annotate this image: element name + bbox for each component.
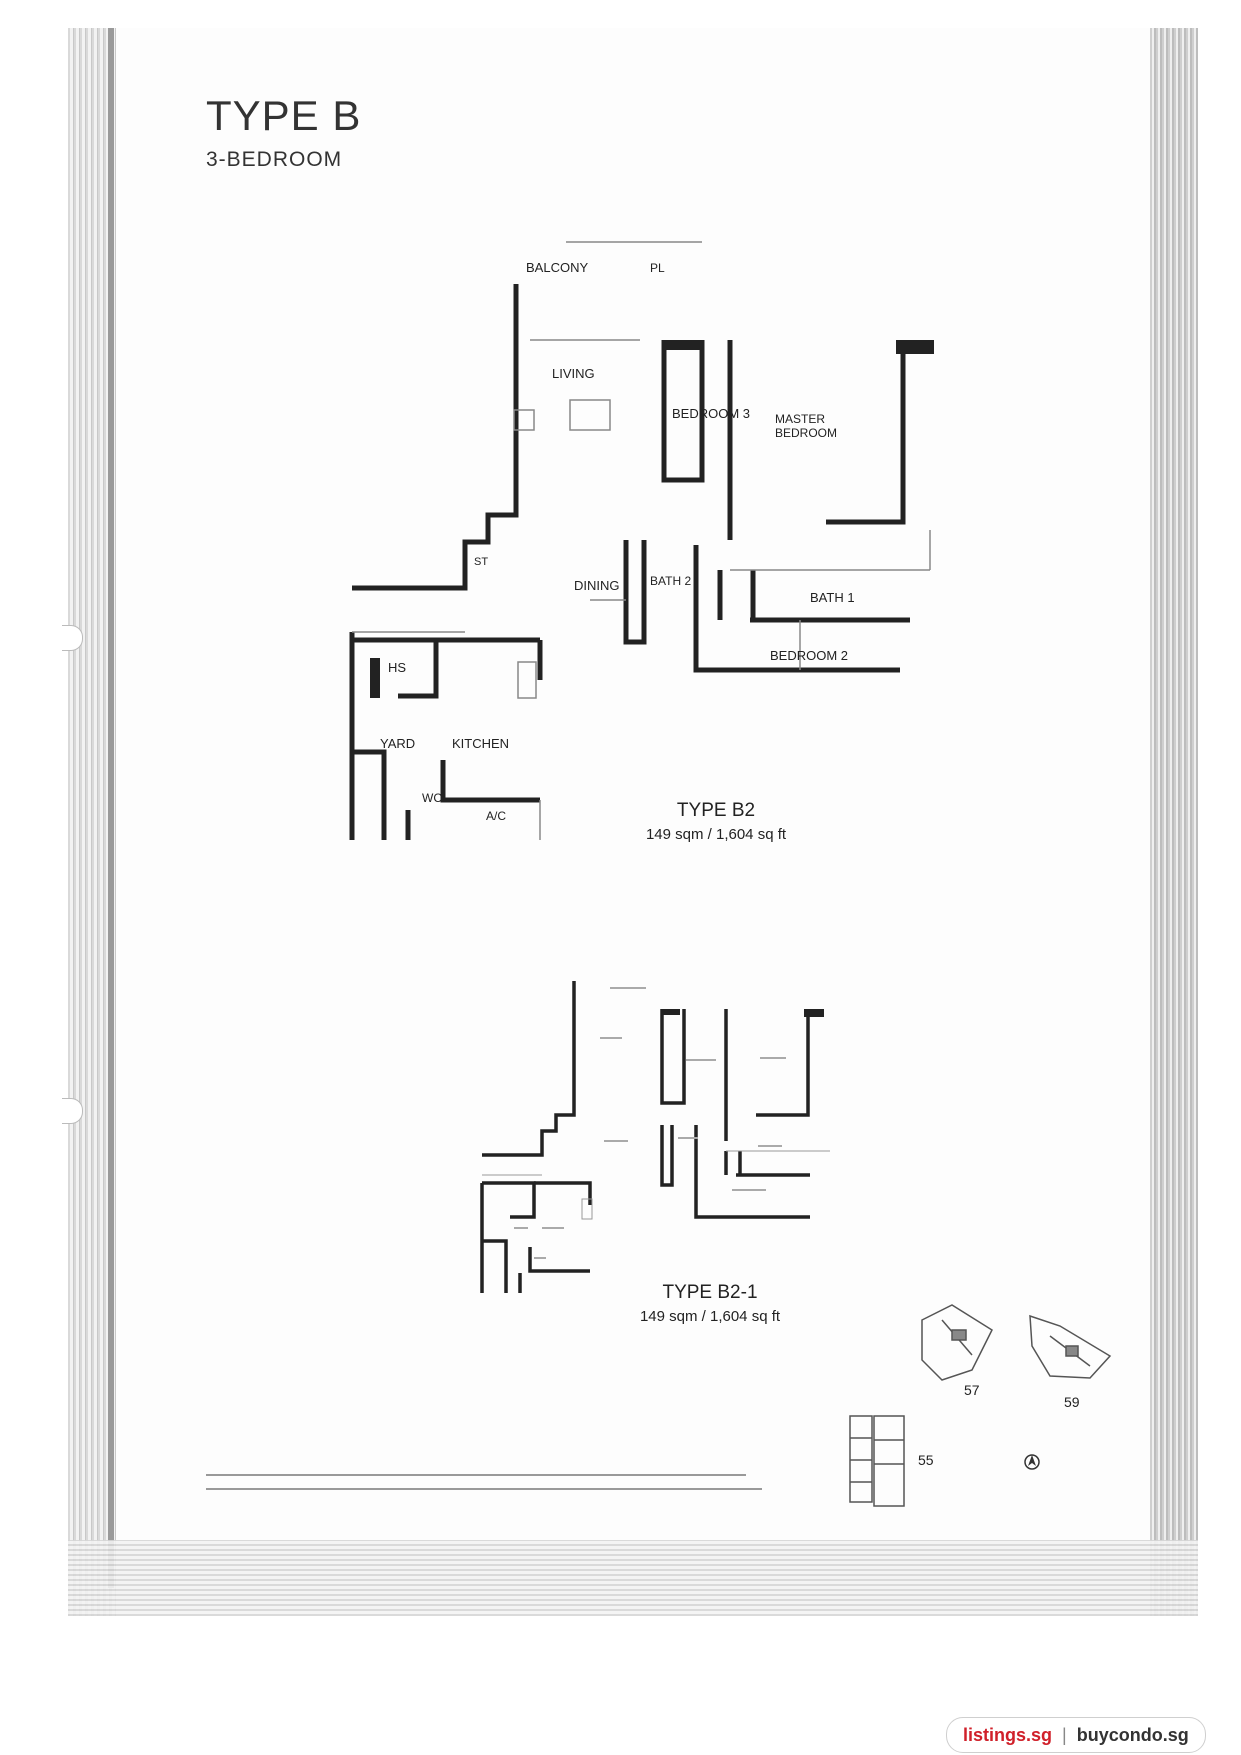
plan-b2-area: 149 sqm / 1,604 sq ft — [645, 826, 787, 843]
plan-b2-1-name: TYPE B2-1 — [662, 1282, 758, 1303]
scan-edge-shadow — [108, 28, 114, 1588]
room-master-label-1: MASTER — [775, 412, 825, 426]
room-ac: A/C — [486, 809, 506, 823]
punch-hole-bottom — [62, 1098, 83, 1124]
watermark-site-1: listings.sg — [963, 1724, 1053, 1745]
room-living: LIVING — [552, 366, 595, 381]
plan-b2-1-area: 149 sqm / 1,604 sq ft — [639, 1308, 781, 1325]
key-plan-55-label: 55 — [918, 1452, 934, 1468]
scan-edge-bottom — [68, 1540, 1198, 1616]
key-plan-57-label: 57 — [964, 1382, 980, 1398]
key-plan-block-59 — [1029, 1314, 1112, 1379]
room-kitchen: KITCHEN — [452, 736, 509, 751]
page-subtitle: 3-BEDROOM — [206, 148, 343, 171]
north-arrow-icon — [1024, 1454, 1040, 1470]
room-bedroom-2: BEDROOM 2 — [770, 648, 848, 663]
plan-b2-name: TYPE B2 — [676, 800, 756, 821]
key-plan-block-55 — [849, 1415, 905, 1507]
room-bath-1: BATH 1 — [810, 590, 855, 605]
room-wc: WC — [422, 791, 442, 805]
room-bath-2: BATH 2 — [650, 574, 691, 588]
floor-plan-b2-1 — [480, 981, 830, 1293]
punch-hole-top — [62, 625, 83, 651]
room-yard: YARD — [380, 736, 415, 751]
room-hs: HS — [388, 660, 406, 675]
source-watermark: listings.sg | buycondo.sg — [946, 1717, 1206, 1753]
disclaimer-text-illegible — [206, 1474, 762, 1490]
watermark-separator: | — [1062, 1724, 1067, 1745]
key-plan-59-label: 59 — [1064, 1394, 1080, 1410]
room-pl: PL — [650, 261, 665, 275]
scanned-page — [68, 28, 1198, 1616]
page-title: TYPE B — [206, 92, 362, 139]
room-balcony: BALCONY — [526, 260, 588, 275]
room-st: ST — [474, 556, 488, 568]
key-plan-block-57 — [921, 1304, 993, 1381]
room-master-label-2: BEDROOM — [775, 426, 837, 440]
scan-edge-right — [1150, 28, 1198, 1616]
room-dining: DINING — [574, 578, 620, 593]
floor-plan-b2: BALCONY PL LIVING BEDROOM 3 MASTER BEDRO… — [349, 241, 934, 840]
watermark-site-2: buycondo.sg — [1076, 1724, 1189, 1745]
room-bedroom-3: BEDROOM 3 — [672, 406, 750, 421]
